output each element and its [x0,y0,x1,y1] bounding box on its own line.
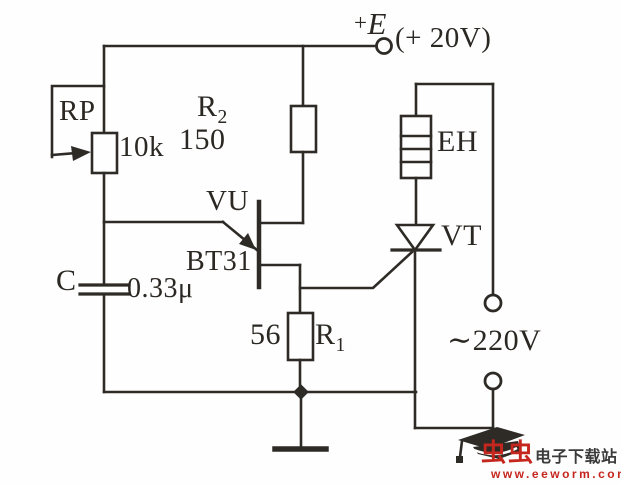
cap-board [458,427,525,449]
label-r1: R1 [315,318,346,356]
resistor-body-r2 [289,104,318,154]
cap-stripe [473,446,518,456]
label-r2-value: 150 [179,123,226,156]
resistor-r1 [286,311,315,394]
label-c-value: 0.33μ [127,273,194,304]
resistor-body-r1 [286,311,315,362]
thyristor-triangle [394,223,436,253]
terminal-plus-e [375,37,393,55]
supply-plus: + [354,10,368,35]
resistor-r2 [289,44,318,225]
label-supply-voltage: (+ 20V) [395,22,492,54]
label-vt: VT [441,219,482,252]
watermark-cap-icon [456,427,525,463]
thyristor-vt [390,223,442,430]
label-ac-voltage: ∼220V [447,324,542,357]
bottom-rail [102,384,418,400]
label-rp: RP [59,95,96,127]
terminal-ac-upper [483,293,503,313]
wiper-arrow-icon [71,146,91,161]
r2-sub: 2 [217,107,228,128]
label-bt31: BT31 [186,246,252,277]
label-r1-value: 56 [250,318,281,351]
ground-symbol [272,390,329,452]
r2-name: R [197,90,218,123]
watermark-site-text: 电子下载站 [535,449,618,466]
watermark-logo-text: 虫虫 [481,439,536,467]
r1-sub: 1 [335,335,346,356]
label-r2: R2 [197,90,228,128]
supply-name: E [367,6,387,41]
label-vu: VU [206,185,249,217]
emitter-arrow-icon [239,233,256,250]
capacitor-c [78,283,131,394]
resistor-body-rp [90,131,119,175]
terminal-ac-lower [483,371,503,391]
gate-wire [298,250,414,290]
r1-name: R [315,318,336,351]
potentiometer-rp [50,44,119,287]
ac-branch [413,82,503,430]
cap-tassel-knob [456,456,463,463]
power-rail [102,37,393,55]
heater-eh [399,82,495,227]
wiper-wire [50,84,106,159]
label-rp-value: 10k [119,131,164,163]
cap-tassel [458,439,464,459]
label-c: C [56,264,77,297]
heater-body [399,114,433,180]
wire [298,250,414,290]
watermark-url: www.eeworm.com [491,467,621,481]
label-supply: +E [354,8,387,40]
label-eh: EH [437,125,478,158]
